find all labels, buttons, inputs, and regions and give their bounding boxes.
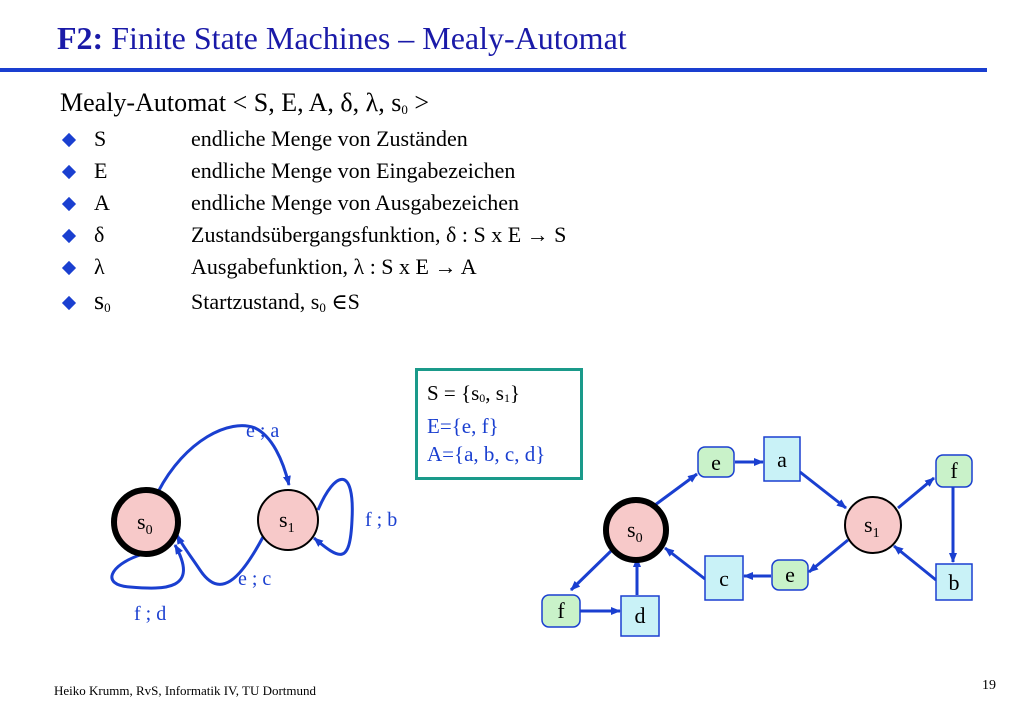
input-symbol-label: e [711, 450, 721, 475]
output-set: A={a, b, c, d} [427, 442, 546, 466]
footer-author: Heiko Krumm, RvS, Informatik IV, TU Dort… [54, 683, 317, 698]
input-symbol-label: e [785, 562, 795, 587]
transition-label: f ; b [365, 509, 397, 531]
output-symbol-box [763, 436, 801, 482]
title-divider [0, 68, 987, 72]
transition-label: e ; a [246, 420, 279, 442]
output-symbol-label: a [777, 447, 787, 472]
transition-label: f ; d [134, 603, 166, 625]
input-symbol-box [771, 559, 809, 591]
left-state-diagram: s0 s1 e ; a f ; b e ; c f ; d [110, 420, 397, 625]
input-symbol-label: f [557, 598, 565, 623]
transition-label: e ; c [238, 568, 271, 590]
input-symbol-box [935, 454, 973, 488]
input-symbol-label: f [950, 458, 958, 483]
states-set: S = {s0, s1} [427, 381, 521, 405]
output-symbol-label: b [949, 570, 960, 595]
state-s0-start [603, 497, 669, 563]
state-s1 [844, 496, 902, 554]
output-symbol-box [620, 595, 660, 637]
edge-s1-f [897, 476, 935, 510]
output-symbol-box [704, 555, 744, 601]
output-symbol-box [935, 563, 973, 601]
input-symbol-box [541, 594, 581, 628]
right-state-diagram: s0 s1 e f e f a b c d [541, 436, 973, 637]
edge-s0-e [654, 472, 698, 507]
input-set: E={e, f} [427, 414, 499, 438]
input-symbol-box [697, 446, 735, 478]
edge-c-s0 [664, 546, 706, 581]
edge-b-s1 [893, 544, 937, 582]
state-s0-label: s0 [627, 517, 643, 546]
tuple-heading: Mealy-Automat < S, E, A, δ, λ, s0 > [60, 88, 430, 117]
title-text: Finite State Machines – Mealy-Automat [111, 20, 627, 56]
state-s1-label: s1 [864, 512, 880, 541]
slide-title: F2: Finite State Machines – Mealy-Automa… [57, 20, 627, 57]
output-symbol-label: d [635, 603, 646, 628]
state-s1 [257, 489, 319, 551]
state-s0-start [111, 487, 181, 557]
state-s0-label: s0 [137, 509, 153, 538]
transition-s1-s0-e-c [175, 534, 265, 586]
state-s1-label: s1 [279, 507, 295, 536]
transition-s0-s0-f-d [110, 544, 185, 590]
transition-s1-s1-f-b [313, 478, 354, 556]
page-number: 19 [982, 678, 996, 693]
edge-s1-e [808, 538, 849, 574]
edge-s0-f [569, 548, 614, 592]
edge-a-s1 [799, 470, 847, 510]
transition-s0-s1-e-a [156, 424, 291, 493]
set-definition-box: S = {s0, s1} E={e, f} A={a, b, c, d} [415, 368, 583, 480]
title-prefix: F2: [57, 20, 104, 56]
output-symbol-label: c [719, 566, 729, 591]
